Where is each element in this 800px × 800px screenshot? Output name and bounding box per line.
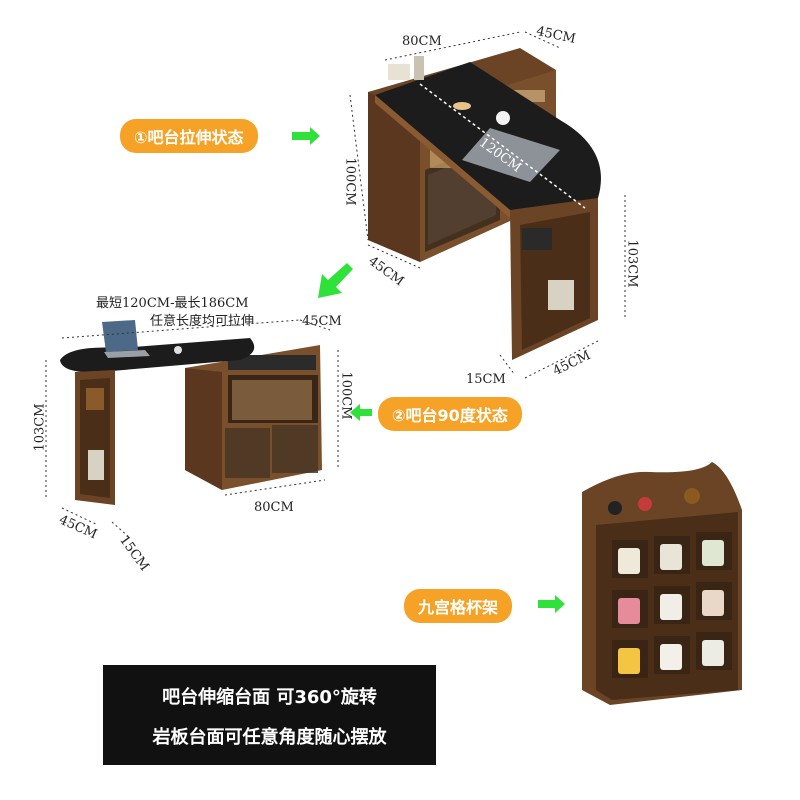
dim-bottom-width: 80CM xyxy=(254,500,294,515)
arrows xyxy=(292,127,565,613)
ninety-state-label: ②吧台90度状态 xyxy=(378,397,522,431)
stretch-state-label: ①吧台拉伸状态 xyxy=(120,119,258,153)
length-range-note: 最短120CM-最长186CM xyxy=(96,296,249,311)
dim-bottom-depth: 45CM xyxy=(302,314,342,329)
feature-caption: 吧台伸缩台面 可360°旋转 岩板台面可任意角度随心摆放 xyxy=(103,665,436,765)
dim-bottom-height-right: 100CM xyxy=(338,371,354,420)
arrow-down-left-icon xyxy=(318,263,353,298)
caption-line-2: 岩板台面可任意角度随心摆放 xyxy=(152,727,387,748)
ninety-degree-bar-cabinet xyxy=(45,319,339,539)
dim-top-base-15: 15CM xyxy=(466,372,506,387)
arrow-right-icon xyxy=(538,595,565,613)
stretched-bar-cabinet xyxy=(349,31,626,379)
adjustable-note: 任意长度均可拉伸 xyxy=(150,314,255,329)
arrow-right-icon xyxy=(292,127,320,145)
dim-top-height: 100CM xyxy=(342,157,358,206)
dim-bottom-height-left: 103CM xyxy=(32,403,48,452)
dim-top-width: 80CM xyxy=(402,34,442,49)
dim-top-right-height: 103CM xyxy=(624,239,640,288)
arrow-left-icon xyxy=(350,404,372,421)
cup-rack xyxy=(582,462,742,705)
caption-line-1: 吧台伸缩台面 可360°旋转 xyxy=(162,687,377,708)
cup-rack-label: 九宫格杯架 xyxy=(404,589,513,623)
